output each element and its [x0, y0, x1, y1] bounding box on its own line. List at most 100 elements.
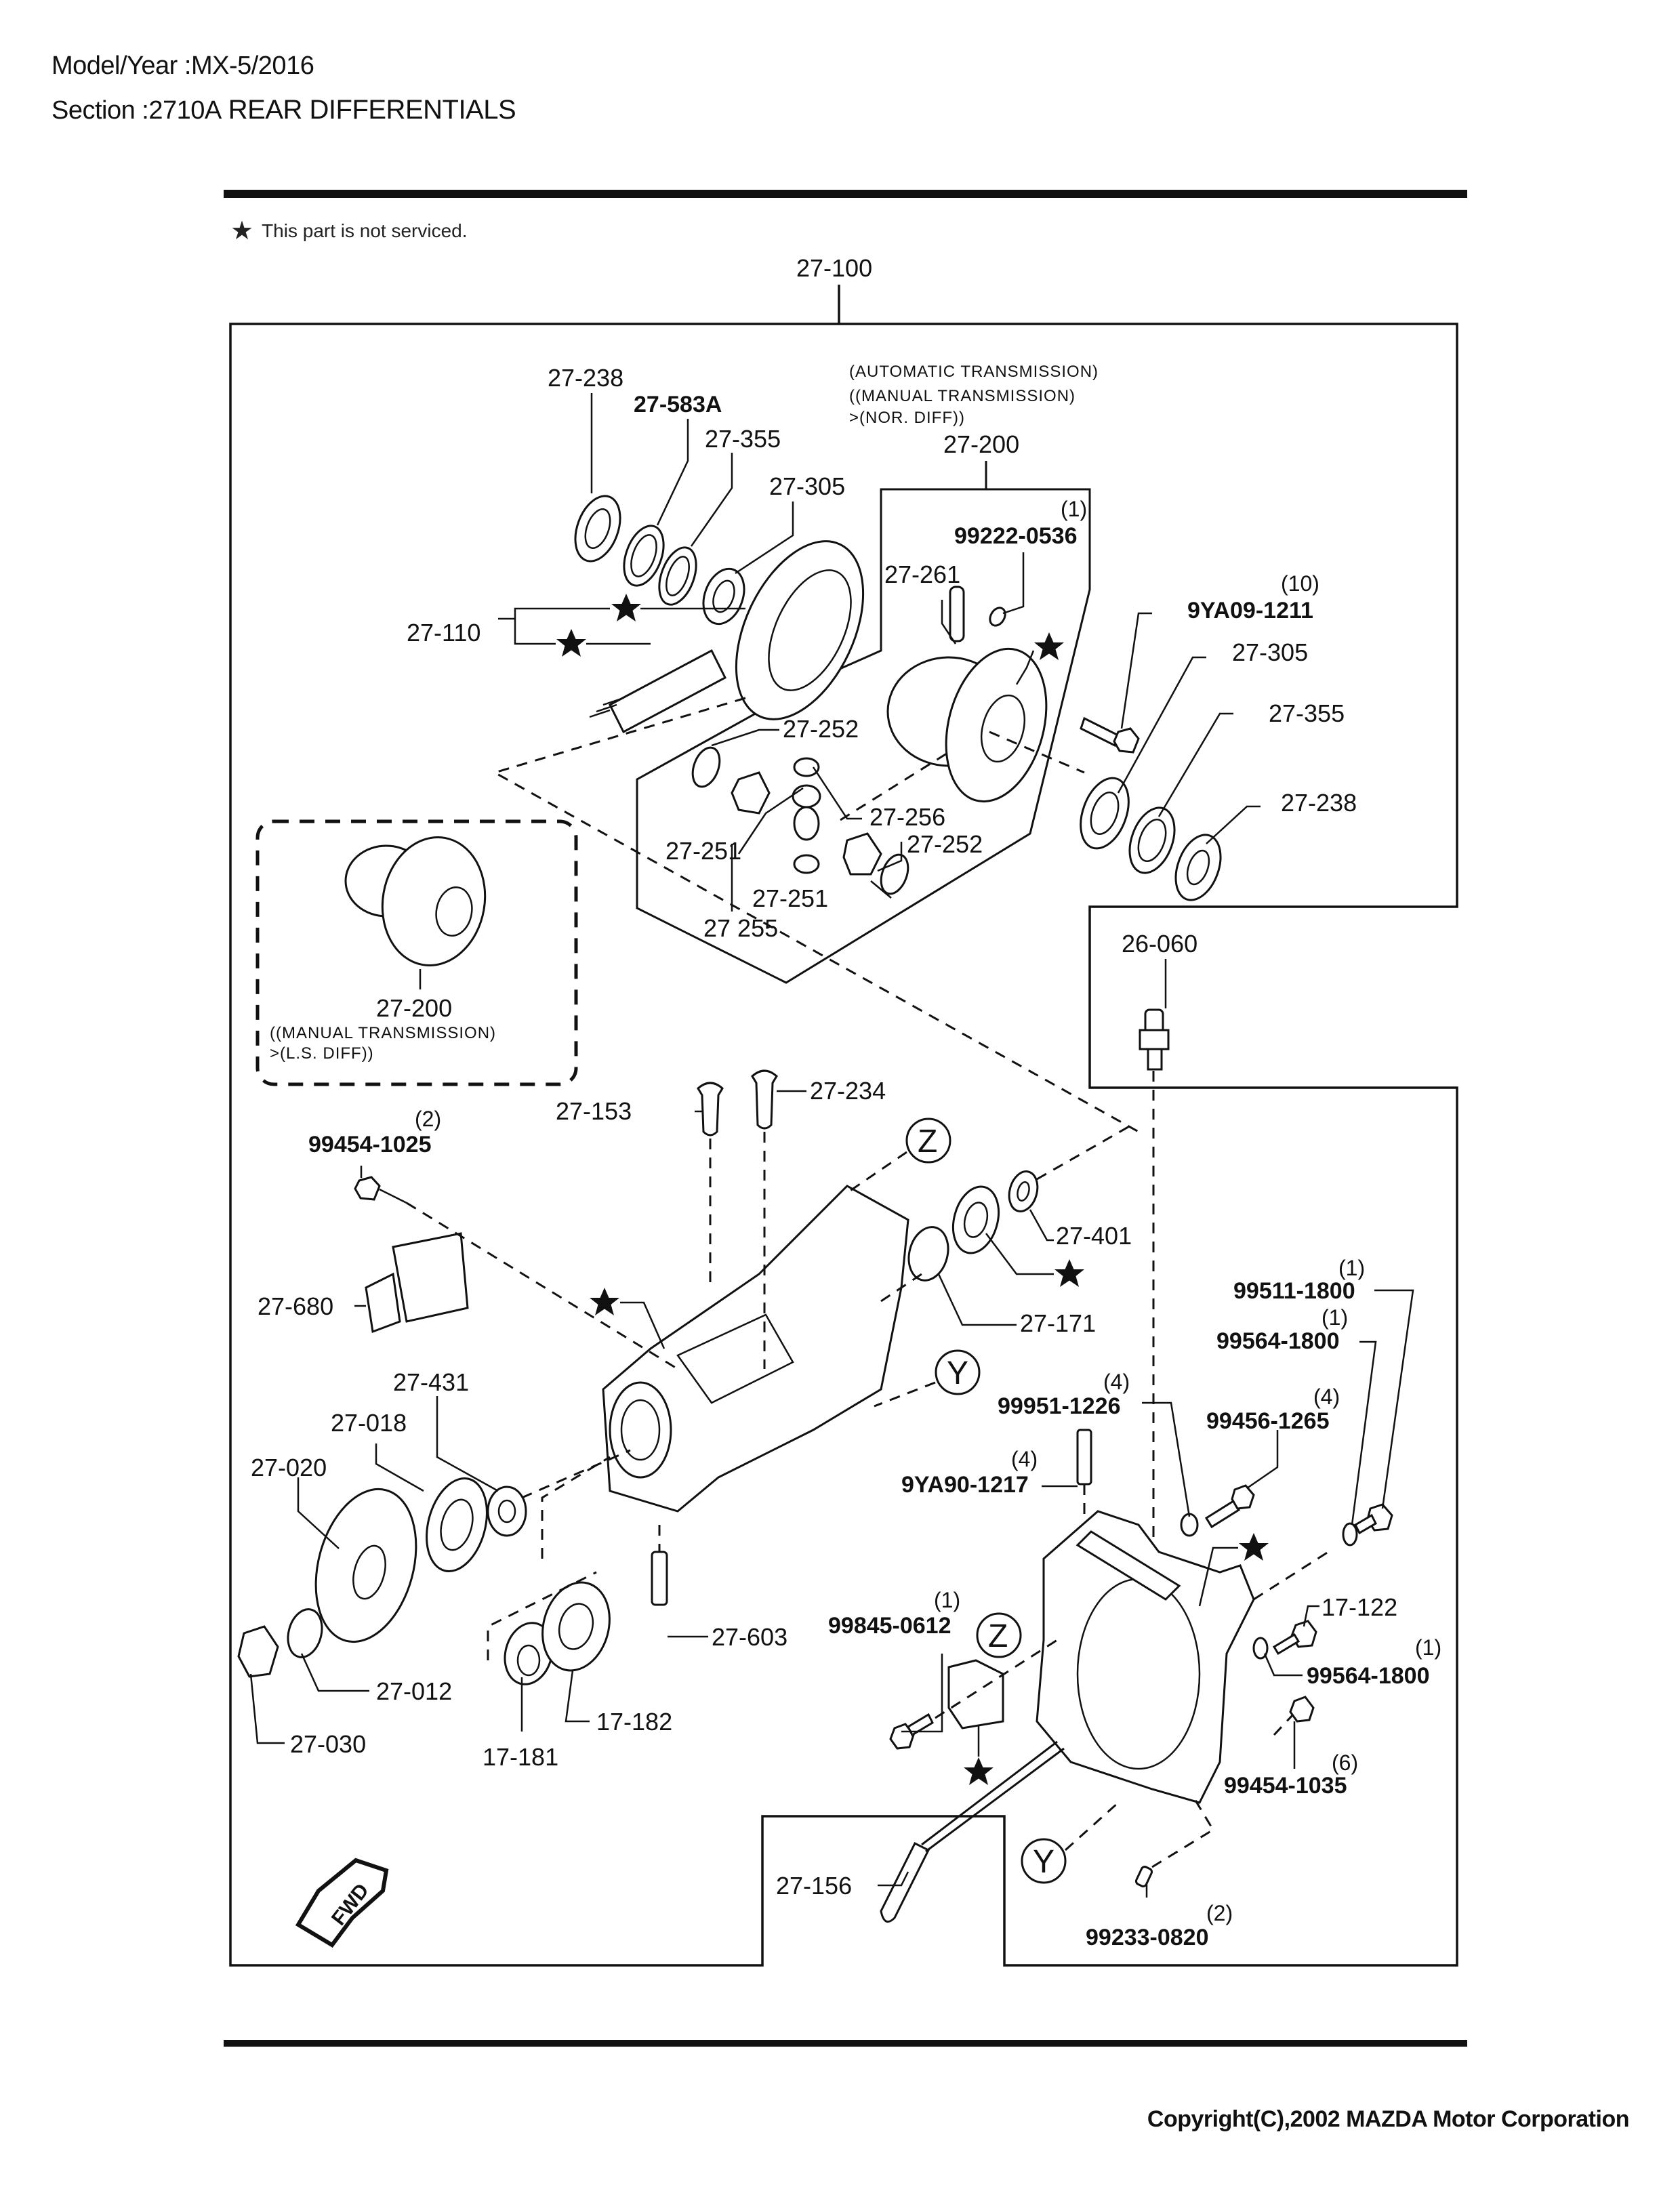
- ring-gear-and-pinion: [589, 540, 865, 734]
- companion-flange-group: [237, 1449, 631, 1678]
- star-icon: [1239, 1533, 1269, 1561]
- callout-label: 99564-1800: [1307, 1663, 1430, 1689]
- star-icon: [556, 629, 586, 657]
- vent-bracket: [889, 1639, 1058, 1750]
- callout-label: 17-181: [483, 1743, 558, 1771]
- callout-label: 27-355: [705, 425, 781, 453]
- callout-label: 27-012: [376, 1677, 452, 1705]
- differential-case: [886, 647, 1048, 803]
- callout-label: 27-030: [290, 1730, 366, 1758]
- star-icon: [964, 1757, 994, 1785]
- mounting-bolts: [697, 1069, 778, 1369]
- reference-marker-z-lower: Z: [976, 1612, 1022, 1658]
- callout-label: 99454-1025: [308, 1132, 432, 1158]
- section-code: 2710A: [148, 96, 222, 125]
- svg-text:Z: Z: [988, 1618, 1008, 1654]
- callout-label: 26-060: [1122, 930, 1197, 958]
- callout-label: 99845-0612: [828, 1613, 951, 1639]
- assembly-frame: 27-100: [229, 254, 1458, 1967]
- model-year-value: MX-5/2016: [190, 52, 314, 80]
- carrier-subgroup-frame: [636, 488, 1091, 984]
- callout-label: 27-156: [776, 1872, 852, 1900]
- side-bearing-stack-right: [1080, 777, 1222, 901]
- callout-quantity: (4): [1011, 1447, 1038, 1471]
- model-year: Model/Year :MX-5/2016: [52, 52, 314, 81]
- callout-label: 27-305: [769, 472, 845, 500]
- assembly-guidelines-upper: [492, 697, 1139, 1133]
- callout-quantity: (1): [1415, 1635, 1441, 1660]
- ring-gear-bolt: [1080, 716, 1140, 754]
- top-divider: [224, 190, 1467, 198]
- star-icon: [611, 594, 641, 621]
- callout-quantity: (4): [1103, 1370, 1130, 1394]
- callout-quantity: (1): [1061, 497, 1087, 521]
- callout-quantity: (1): [1338, 1256, 1365, 1280]
- output-seal-parts: [487, 1456, 611, 1685]
- legend: ★ This part is not serviced.: [230, 216, 468, 246]
- legend-text: This part is not serviced.: [262, 220, 468, 241]
- star-icon: [1054, 1259, 1084, 1287]
- callout-label: 99951-1226: [998, 1393, 1121, 1419]
- lsd-note-line-2: >(L.S. DIFF)): [270, 1044, 374, 1063]
- model-year-label: Model/Year :: [52, 52, 191, 80]
- callout-label: 99233-0820: [1086, 1925, 1209, 1950]
- reference-marker-z-upper: Z: [846, 1118, 951, 1194]
- pinion-bearing-parts: [880, 1124, 1132, 1303]
- lsd-part-number: 27-200: [376, 994, 452, 1022]
- callout-label: 27-261: [884, 560, 960, 588]
- carrier-note: (AUTOMATIC TRANSMISSION) ((MANUAL TRANSM…: [849, 363, 1098, 489]
- callout-label: 27-018: [331, 1409, 407, 1437]
- callout-label: 27-603: [712, 1623, 787, 1651]
- lsd-note-line-1: ((MANUAL TRANSMISSION): [270, 1024, 496, 1042]
- lsd-option-box: 27-200 ((MANUAL TRANSMISSION) >(L.S. DIF…: [255, 819, 578, 1086]
- callout-label: 99564-1800: [1216, 1328, 1340, 1354]
- housing-stud: [651, 1525, 668, 1606]
- callout-label: 27-256: [869, 803, 945, 831]
- star-icon: [590, 1288, 619, 1315]
- callout-label: 27-680: [258, 1292, 333, 1320]
- rear-cover: [1036, 1429, 1329, 1804]
- callout-label: 27-305: [1232, 638, 1308, 666]
- callout-label: 9YA90-1217: [901, 1472, 1029, 1498]
- side-bearing-stack-left: [574, 495, 745, 626]
- callout-label: 9YA09-1211: [1187, 598, 1313, 623]
- callout-label: 27-583A: [634, 392, 722, 417]
- callout-label: 27-252: [783, 715, 859, 743]
- callout-label: 27-020: [251, 1454, 327, 1481]
- svg-text:Y: Y: [1033, 1844, 1054, 1880]
- callout-label: 99456-1265: [1206, 1408, 1330, 1434]
- callout-label: 27-355: [1269, 699, 1345, 727]
- star-icon: ★: [230, 217, 254, 245]
- callout-label: 99511-1800: [1233, 1278, 1355, 1304]
- svg-text:Z: Z: [918, 1124, 937, 1160]
- callout-label: 27-251: [752, 884, 828, 912]
- callout-label: 27-171: [1020, 1309, 1096, 1337]
- callout-label: 27-153: [556, 1097, 632, 1125]
- fwd-arrow-icon: FWD: [295, 1858, 389, 1948]
- callout-label: 27-401: [1056, 1222, 1132, 1250]
- callout-label: 27-110: [407, 619, 480, 647]
- bottom-divider: [224, 2040, 1467, 2047]
- callout-label: 27-431: [393, 1368, 469, 1396]
- callout-quantity: (4): [1313, 1385, 1340, 1409]
- dowel-pin: [1134, 1795, 1215, 1887]
- dynamic-damper: [354, 1176, 678, 1370]
- callout-quantity: (2): [1206, 1901, 1233, 1925]
- svg-text:Y: Y: [947, 1355, 968, 1391]
- pinion-shaft-and-pin: [949, 586, 1006, 642]
- reference-marker-y-lower: Y: [1021, 1801, 1120, 1884]
- cover-hardware: [1180, 1484, 1393, 1736]
- not-serviced-markers: [498, 594, 1269, 1785]
- callout-leaders: [249, 393, 1414, 1898]
- callout-label: 17-122: [1322, 1593, 1397, 1621]
- callout-labels: 27-238 27-583A 27-355 27-305 27-110 27-2…: [251, 364, 1441, 1950]
- callout-label: 27-251: [665, 837, 741, 865]
- section-title: REAR DIFFERENTIALS: [228, 95, 516, 125]
- callout-quantity: (10): [1281, 571, 1319, 596]
- breather-plug: [1139, 1008, 1170, 1552]
- callout-quantity: (2): [415, 1107, 441, 1131]
- differential-housing: [602, 1185, 909, 1513]
- callout-quantity: (1): [1322, 1305, 1348, 1330]
- star-icon: [1034, 632, 1064, 660]
